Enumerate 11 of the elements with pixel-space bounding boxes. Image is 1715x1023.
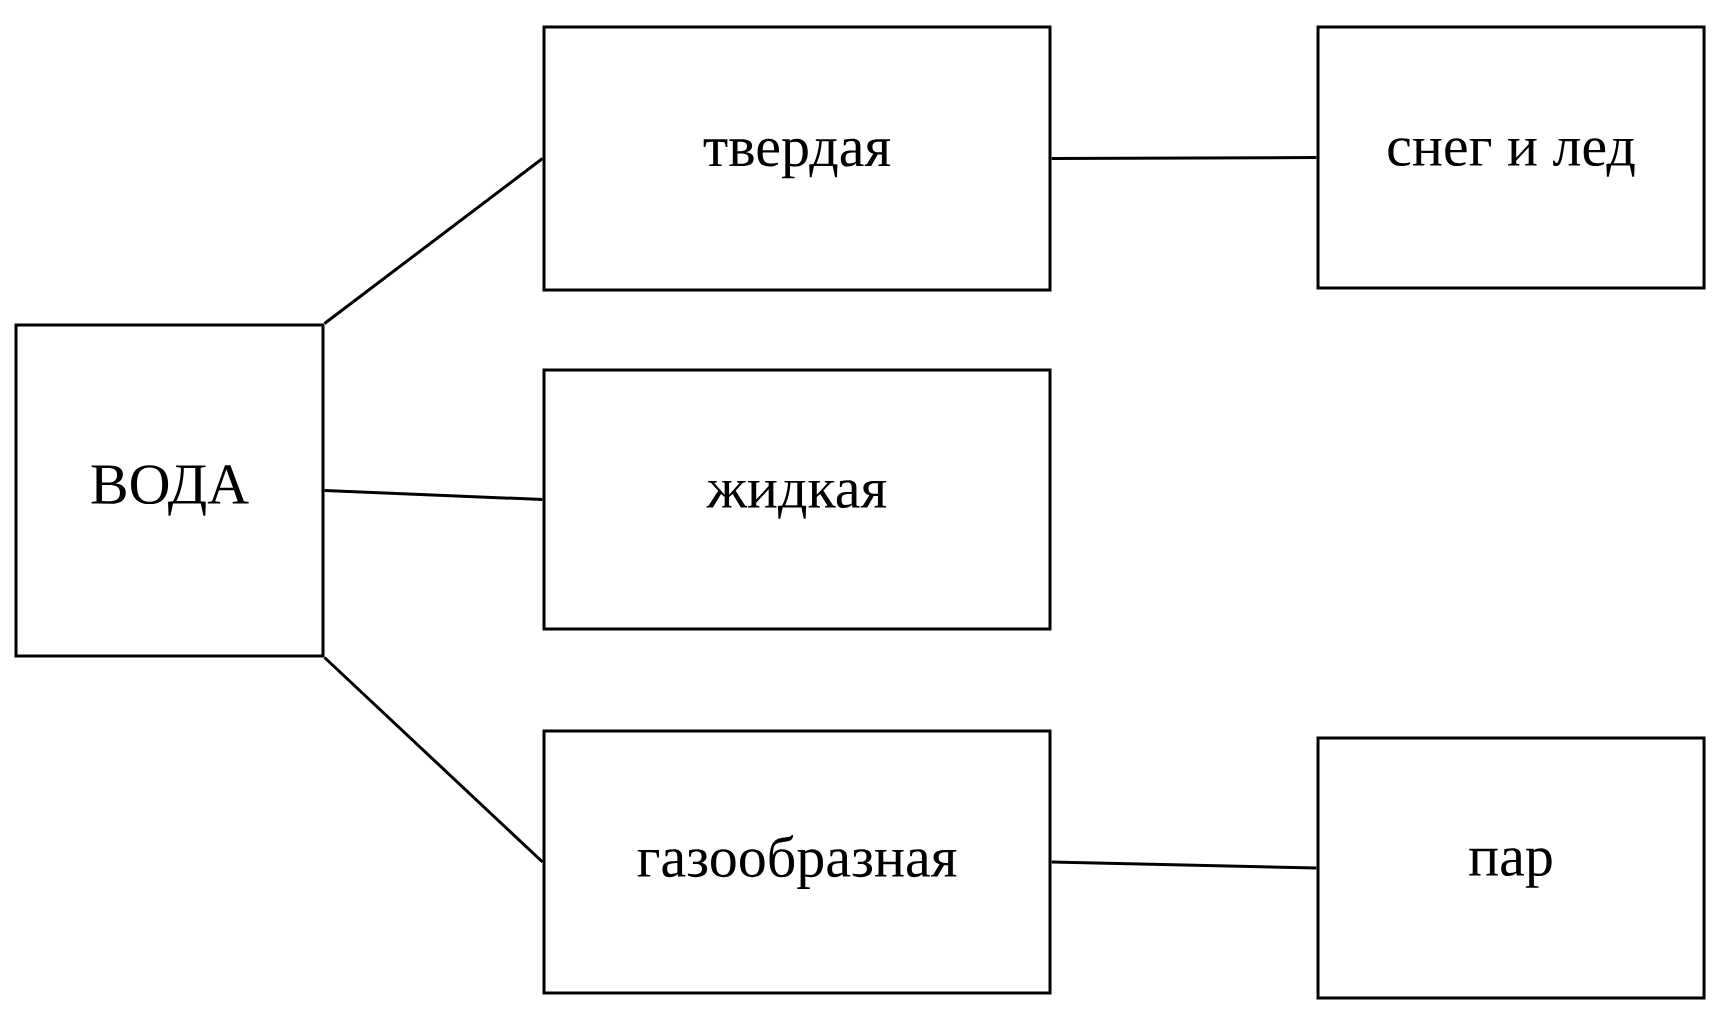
box: газообразная [542,729,1052,995]
connector-line [323,656,544,864]
box: ВОДА [14,323,325,658]
box: жидкая [542,368,1052,631]
box: твердая [542,25,1052,292]
connector-line [1051,860,1317,870]
box: пар [1316,736,1706,1000]
connector-line [323,157,544,325]
connector-line [324,489,543,501]
box: снег и лед [1316,25,1706,290]
connector-line [1051,156,1317,160]
